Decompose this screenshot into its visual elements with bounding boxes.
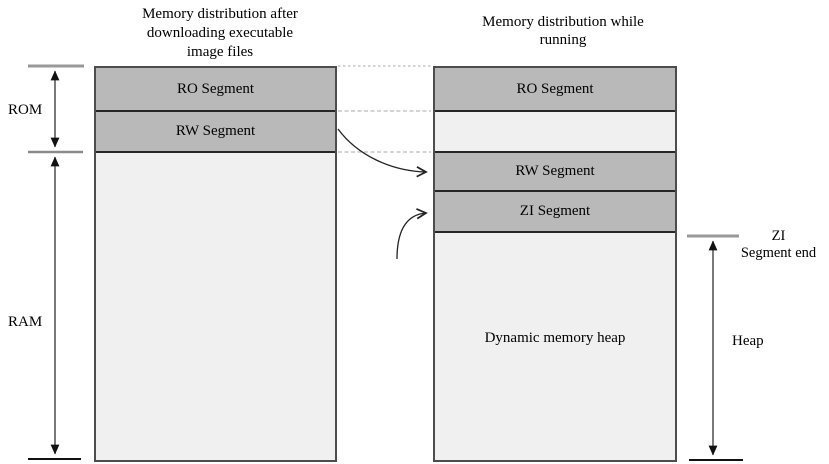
zi-relocation-arrow	[396, 208, 428, 260]
right-rw-segment: RW Segment	[435, 153, 675, 192]
left-column-title: Memory distribution after downloading ex…	[142, 6, 298, 60]
right-memory-box: RO Segment RW Segment ZI Segment Dynamic…	[433, 66, 677, 462]
right-unused-gap	[435, 112, 675, 153]
rw-relocation-arrow	[337, 128, 428, 178]
left-rw-segment: RW Segment	[96, 112, 335, 153]
right-column-title: Memory distribution while running	[482, 14, 644, 48]
left-ro-segment: RO Segment	[96, 68, 335, 112]
zi-segment-end-label: ZI Segment end	[740, 228, 817, 261]
dynamic-memory-heap-area: Dynamic memory heap	[435, 233, 675, 460]
rom-extent-label: ROM	[8, 102, 43, 118]
heap-extent-label: Heap	[732, 333, 764, 349]
left-memory-box: RO Segment RW Segment	[94, 66, 337, 462]
right-zi-segment: ZI Segment	[435, 192, 675, 233]
right-ro-segment: RO Segment	[435, 68, 675, 112]
ram-extent-label: RAM	[8, 314, 43, 330]
left-empty-ram-area	[96, 153, 335, 460]
